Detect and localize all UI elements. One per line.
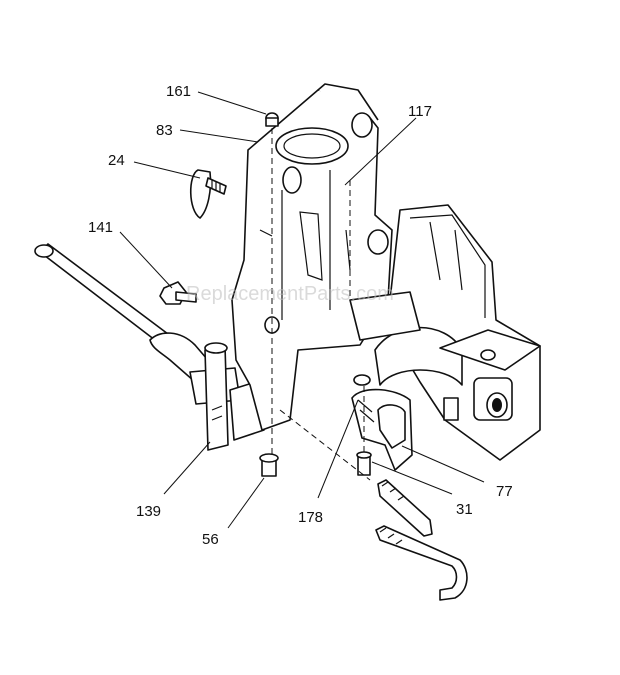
callout-178: 178 — [298, 509, 323, 526]
watermark-text: ReplacementParts.com — [186, 283, 394, 305]
handle-lever — [34, 243, 265, 451]
callout-leaders — [119, 91, 485, 529]
callout-161: 161 — [166, 83, 191, 100]
cradle-bracket — [349, 204, 541, 461]
callout-31: 31 — [456, 501, 473, 518]
callout-56: 56 — [202, 531, 219, 548]
callout-24: 24 — [108, 152, 125, 169]
callout-83: 83 — [156, 122, 173, 139]
callout-117: 117 — [408, 103, 432, 120]
assembly-center-lines — [271, 128, 371, 481]
fasteners — [159, 112, 372, 477]
callout-77: 77 — [496, 483, 513, 500]
main-housing — [231, 83, 393, 431]
callout-139: 139 — [136, 503, 161, 520]
callout-141: 141 — [88, 219, 113, 236]
u-bolts — [375, 479, 468, 601]
clamp-part-77 — [351, 388, 413, 471]
callout-labels: 161 83 117 24 141 139 56 178 31 77 — [88, 83, 513, 548]
